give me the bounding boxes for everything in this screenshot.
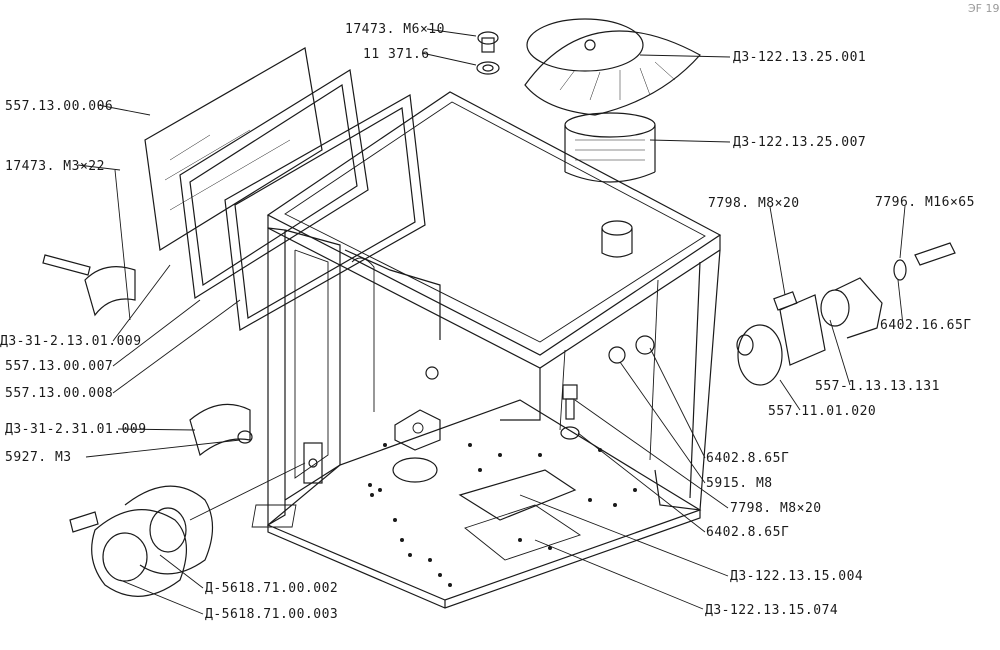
label-bolt-m3x22: 17473. M3×22: [5, 159, 105, 174]
label-glass-00006: 557.13.00.006: [5, 99, 113, 114]
label-washer-6402-8-b: 6402.8.65Г: [706, 525, 789, 540]
label-plate-15074: ДЗ-122.13.15.074: [705, 603, 838, 618]
label-filter-25007: ДЗ-122.13.25.007: [733, 135, 866, 150]
clamp-lower: [189, 403, 253, 457]
label-bolt-m8x20-lower: 7798. M8×20: [730, 501, 822, 516]
bolt-m3: [42, 254, 91, 276]
flange-pair: [69, 485, 214, 597]
label-seal-00007: 557.13.00.007: [5, 359, 113, 374]
cab-body: [251, 91, 722, 609]
leader-lines: [77, 28, 906, 615]
label-nut-5927: 5927. M3: [5, 450, 72, 465]
label-bolt-m8x20-top: 7798. M8×20: [708, 196, 800, 211]
label-frame-00008: 557.13.00.008: [5, 386, 113, 401]
label-washer-11371: 11 371.6: [363, 47, 430, 62]
air-filter-mesh: [564, 112, 656, 183]
label-bolt-m16x65: 7796. M16×65: [875, 195, 975, 210]
label-flange-00003: Д-5618.71.00.003: [205, 607, 338, 622]
label-clamp-01009: ДЗ-31-2.13.01.009: [0, 334, 142, 349]
window-seal: [179, 69, 369, 300]
label-sleeve-131: 557-1.13.13.131: [815, 379, 940, 394]
clamp-upper: [84, 266, 136, 317]
air-intake-cap: [524, 18, 701, 116]
label-washer-6402-16: 6402.16.65Г: [880, 318, 972, 333]
right-brackets: [608, 242, 956, 386]
label-flange-01020: 557.11.01.020: [768, 404, 876, 419]
label-plate-15004: ДЗ-122.13.15.004: [730, 569, 863, 584]
label-screw-m6x10: 17473. M6×10: [345, 22, 445, 37]
label-clamp-31009: ДЗ-31-2.31.01.009: [5, 422, 147, 437]
label-cap-25001: ДЗ-122.13.25.001: [733, 50, 866, 65]
screw-m6: [476, 31, 500, 75]
watermark: ЭF 1998: [968, 2, 1000, 15]
label-flange-00002: Д-5618.71.00.002: [205, 581, 338, 596]
label-washer-6402-8-a: 6402.8.65Г: [706, 451, 789, 466]
label-nut-5915: 5915. M8: [706, 476, 773, 491]
bolt-m8: [560, 384, 580, 440]
part-labels: 17473. M6×10 11 371.6 ДЗ-122.13.25.001 Д…: [0, 22, 975, 622]
window-glass: [144, 47, 323, 251]
window-frame: [224, 94, 426, 331]
